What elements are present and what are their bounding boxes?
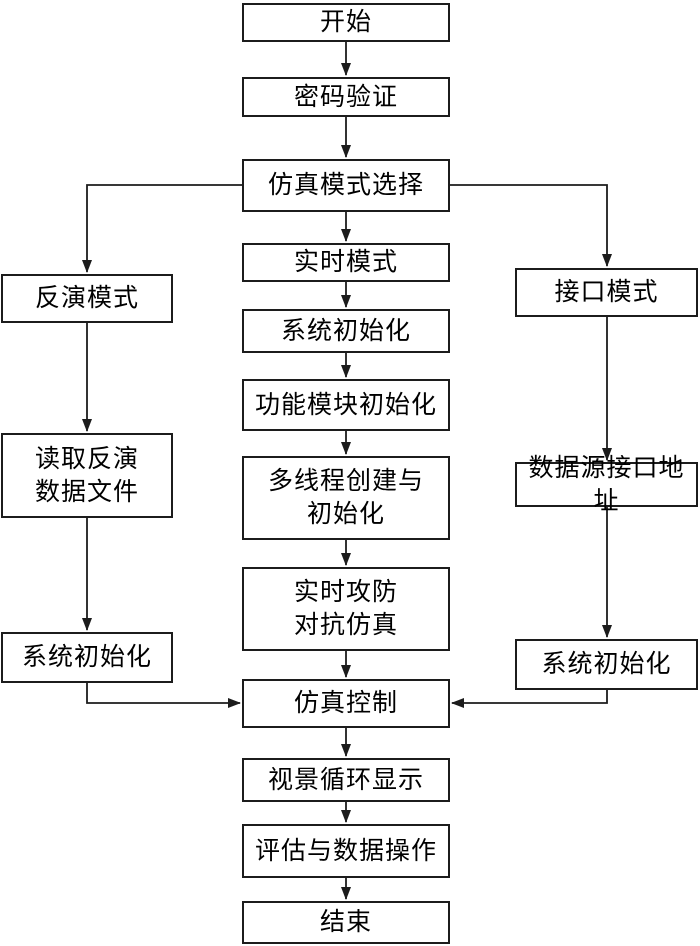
node-mode-select: 仿真模式选择 bbox=[242, 159, 450, 212]
node-system-init-right: 系统初始化 bbox=[515, 639, 698, 690]
edge-sysinitright-simcontrol bbox=[451, 690, 608, 708]
node-function-module-init: 功能模块初始化 bbox=[242, 379, 450, 431]
node-realtime-combat-sim: 实时攻防 对抗仿真 bbox=[242, 567, 450, 651]
node-sim-control: 仿真控制 bbox=[242, 679, 450, 728]
edge-mode-replay bbox=[82, 184, 242, 273]
edge-sysinitleft-simcontrol bbox=[86, 683, 241, 708]
node-scene-loop-display: 视景循环显示 bbox=[242, 758, 450, 802]
node-datasource-interface-addr: 数据源接口地址 bbox=[515, 455, 698, 515]
node-end: 结束 bbox=[242, 901, 450, 944]
node-realtime-mode: 实时模式 bbox=[242, 243, 450, 282]
node-system-init-left: 系统初始化 bbox=[1, 632, 173, 683]
node-interface-mode: 接口模式 bbox=[515, 268, 698, 317]
node-start: 开始 bbox=[242, 3, 450, 42]
node-replay-mode: 反演模式 bbox=[1, 274, 173, 323]
node-multithread-init: 多线程创建与 初始化 bbox=[242, 456, 450, 540]
node-eval-data-ops: 评估与数据操作 bbox=[242, 824, 450, 878]
edge-mode-interface bbox=[450, 184, 612, 267]
node-system-init-mid: 系统初始化 bbox=[242, 309, 450, 353]
node-read-replay-data: 读取反演 数据文件 bbox=[1, 433, 173, 518]
node-password-verify: 密码验证 bbox=[242, 77, 450, 117]
